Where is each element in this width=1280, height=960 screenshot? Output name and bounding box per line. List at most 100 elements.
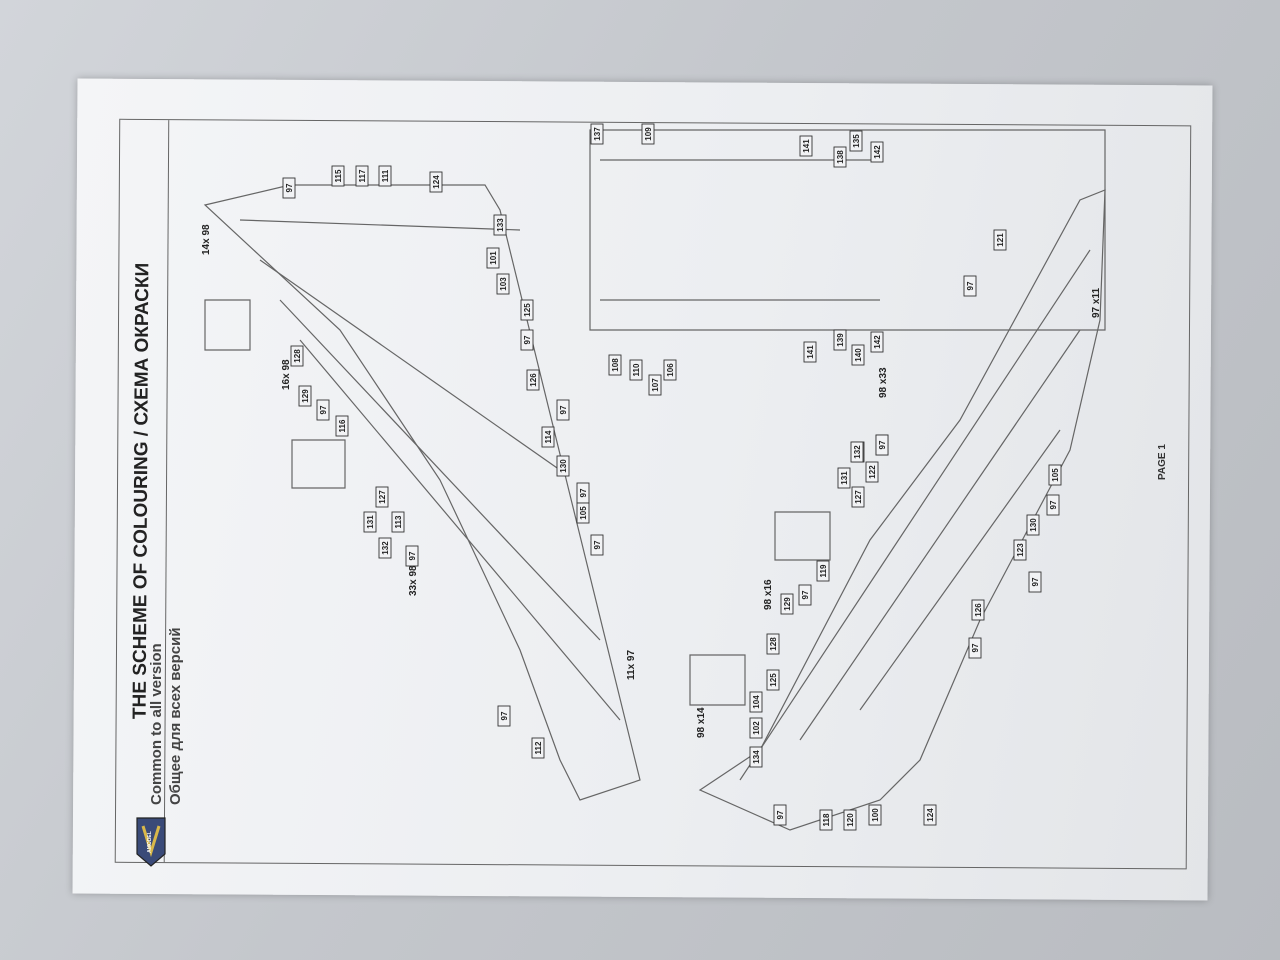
lower-wing-callout: 123 xyxy=(1013,539,1027,561)
upper-wing-callout: 117 xyxy=(355,165,369,187)
lower-wing-callout-label: 105 xyxy=(1051,468,1060,482)
upper-wing-callout-label: 97 xyxy=(408,551,417,560)
lower-wing-callout-label: 104 xyxy=(752,695,761,709)
upper-wing-callout-label: 101 xyxy=(489,251,498,265)
lower-engine-2-outline xyxy=(774,511,831,561)
upper-wing-callout: 97 xyxy=(497,705,511,727)
lower-wing-quantity: 98 x33 xyxy=(878,367,889,398)
lower-wing-quantity: 98 x16 xyxy=(763,579,774,610)
lower-wing-callout: 131 xyxy=(837,467,851,489)
lower-wing-line xyxy=(799,329,1081,741)
fuselage-callout: 142 xyxy=(870,141,884,163)
fuselage-callout-label: 108 xyxy=(611,358,620,372)
upper-wing-callout-label: 114 xyxy=(544,430,553,443)
fuselage-callout: 137 xyxy=(590,123,604,145)
lower-wing-callout-label: 97 xyxy=(1049,500,1058,509)
upper-wing-callout-label: 116 xyxy=(338,419,347,432)
upper-wing-callout-label: 97 xyxy=(319,405,328,414)
lower-wing-callout: 97 xyxy=(1046,494,1060,516)
lower-wing-callout-label: 130 xyxy=(1029,518,1038,532)
upper-wing-callout-label: 97 xyxy=(523,335,532,344)
upper-wing-callout: 97 xyxy=(316,399,330,421)
lower-wing-callout: 127 xyxy=(851,486,865,508)
lower-wing-callout: 104 xyxy=(749,691,763,713)
upper-wing-callout-label: 127 xyxy=(378,490,387,504)
lower-wing-callout: 134 xyxy=(749,746,763,768)
fuselage-callout-label: 106 xyxy=(666,363,675,377)
lower-wing-callout-label: 125 xyxy=(769,673,778,687)
upper-wing-callout: 125 xyxy=(520,299,534,321)
fuselage-callout-label: 135 xyxy=(852,134,861,148)
upper-wing-callout: 97 xyxy=(282,177,296,199)
upper-wing-callout: 97 xyxy=(405,545,419,567)
fuselage-callout: 110 xyxy=(629,359,643,381)
fuselage-outline xyxy=(589,129,1106,331)
upper-wing-callout-label: 111 xyxy=(381,169,390,182)
lower-engine-1-outline xyxy=(689,654,746,706)
lower-wing-callout: 124 xyxy=(923,804,937,826)
lower-wing-callout: 120 xyxy=(843,809,857,831)
lower-wing-callout-label: 97 xyxy=(878,440,887,449)
fuselage-callout: 141 xyxy=(799,135,813,157)
upper-wing-callout: 103 xyxy=(496,273,510,295)
upper-wing-callout-label: 133 xyxy=(496,218,505,232)
upper-wing-callout-label: 103 xyxy=(499,277,508,291)
upper-wing-callout-label: 115 xyxy=(334,169,343,182)
fuselage-callout: 135 xyxy=(849,130,863,152)
upper-wing-callout: 112 xyxy=(531,737,545,759)
lower-wing-callout-label: 97 xyxy=(776,810,785,819)
lower-wing-callout: 100 xyxy=(868,804,882,826)
lower-wing-callout: 128 xyxy=(766,633,780,655)
fuselage-callout: 109 xyxy=(641,123,655,145)
upper-wing-callout-label: 113 xyxy=(394,515,403,528)
lower-wing-outline xyxy=(698,189,1106,831)
lower-wing-quantity-label: 98 x16 xyxy=(763,579,774,610)
fuselage-callout-label: 141 xyxy=(802,139,811,153)
brand-logo-icon: AMODEL xyxy=(136,817,166,867)
fuselage-callout-label: 141 xyxy=(806,345,815,359)
fuselage-callout: 138 xyxy=(833,146,847,168)
lower-wing-callout: 97 xyxy=(968,637,982,659)
upper-wing-callout-label: 117 xyxy=(358,169,367,182)
fuselage-callout-label: 138 xyxy=(836,150,845,164)
lower-wing-callout-label: 134 xyxy=(752,750,761,764)
upper-wing-quantity: 11x 97 xyxy=(626,650,637,680)
upper-wing-callout: 133 xyxy=(493,214,507,236)
lower-wing-callout-label: 131 xyxy=(840,471,849,485)
upper-wing-callout-label: 97 xyxy=(285,183,294,192)
upper-wing-callout: 132 xyxy=(378,537,392,559)
upper-wing-quantity-label: 11x 97 xyxy=(626,650,637,680)
upper-wing-quantity: 14x 98 xyxy=(201,224,212,255)
lower-wing-callout-label: 132 xyxy=(853,445,862,459)
upper-wing-callout: 97 xyxy=(520,329,534,351)
lower-wing-callout: 105 xyxy=(1048,464,1062,486)
logo-text: AMODEL xyxy=(147,831,153,853)
lower-wing-callout-label: 122 xyxy=(868,465,877,479)
upper-wing-callout: 105 xyxy=(576,502,590,524)
upper-wing-callout-label: 97 xyxy=(593,540,602,549)
lower-wing-callout-label: 100 xyxy=(871,808,880,822)
lower-wing-quantity-label: 98 x14 xyxy=(696,707,707,738)
upper-wing-callout-label: 97 xyxy=(559,405,568,414)
upper-wing-callout-label: 124 xyxy=(432,175,441,189)
lower-wing-line xyxy=(859,429,1061,711)
lower-wing-callout-label: 120 xyxy=(846,813,855,827)
upper-wing-line xyxy=(299,339,621,721)
upper-wing-outline xyxy=(203,184,641,801)
lower-wing-quantity: 98 x14 xyxy=(696,707,707,738)
upper-wing-callout-label: 130 xyxy=(559,459,568,473)
lower-wing-callout: 118 xyxy=(819,809,833,831)
lower-wing-callout: 119 xyxy=(816,560,830,582)
lower-wing-callout: 122 xyxy=(865,461,879,483)
upper-wing-quantity-label: 33x 98 xyxy=(408,565,419,596)
upper-wing-callout: 129 xyxy=(298,385,312,407)
lower-wing-callout: 102 xyxy=(749,717,763,739)
fuselage-callout-label: 110 xyxy=(632,363,641,376)
upper-wing-line xyxy=(259,259,561,471)
upper-wing-callout: 116 xyxy=(335,415,349,437)
lower-wing-callout: 125 xyxy=(766,669,780,691)
lower-wing-quantity-label: 98 x33 xyxy=(878,367,889,398)
upper-wing-callout: 101 xyxy=(486,247,500,269)
upper-wing-quantity-label: 14x 98 xyxy=(201,224,212,255)
